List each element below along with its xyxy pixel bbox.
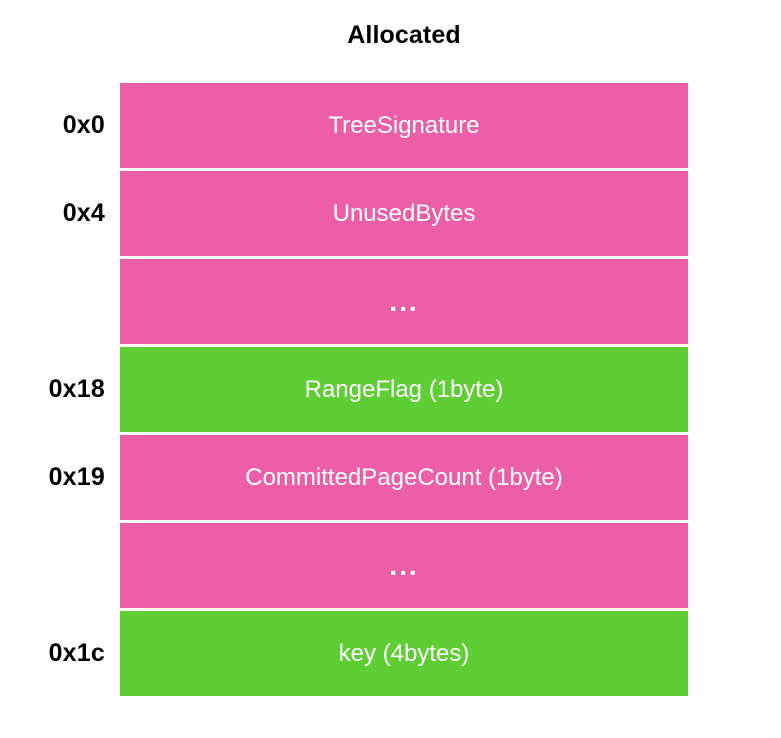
address-label <box>0 259 105 344</box>
address-label: 0x1c <box>48 639 105 667</box>
address-label: 0x19 <box>48 463 105 491</box>
address-label <box>0 523 105 608</box>
field-cell: key (4bytes) <box>120 611 688 696</box>
field-cell: RangeFlag (1byte) <box>120 347 688 432</box>
struct-row: ... <box>0 523 781 608</box>
page-title: Allocated <box>347 21 461 49</box>
struct-row: 0x4 UnusedBytes <box>0 171 781 256</box>
address-label: 0x18 <box>48 375 105 403</box>
struct-row: ... <box>0 259 781 344</box>
struct-row: 0x19 CommittedPageCount (1byte) <box>0 435 781 520</box>
memory-layout-table: 0x0 TreeSignature 0x4 UnusedBytes ... 0x… <box>0 83 781 701</box>
struct-row: 0x0 TreeSignature <box>0 83 781 168</box>
address-label: 0x4 <box>62 199 105 227</box>
field-cell: UnusedBytes <box>120 171 688 256</box>
struct-row: 0x1c key (4bytes) <box>0 611 781 696</box>
field-cell: TreeSignature <box>120 83 688 168</box>
struct-row: 0x18 RangeFlag (1byte) <box>0 347 781 432</box>
field-cell-ellipsis: ... <box>120 259 688 344</box>
field-cell-ellipsis: ... <box>120 523 688 608</box>
field-cell: CommittedPageCount (1byte) <box>120 435 688 520</box>
address-label: 0x0 <box>62 111 105 139</box>
